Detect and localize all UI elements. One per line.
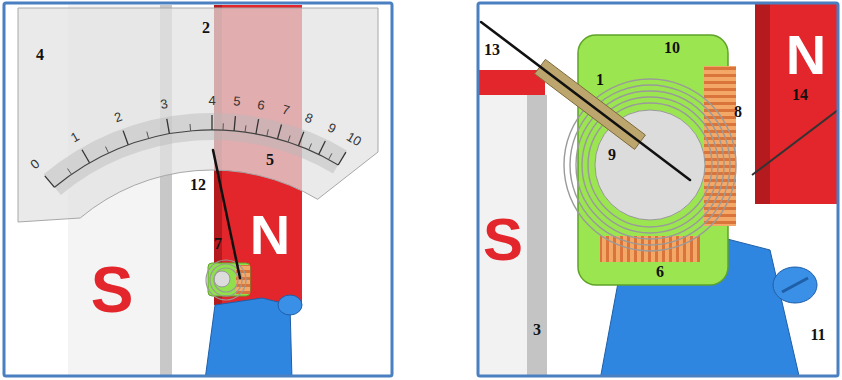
callout-number: 6	[656, 264, 664, 280]
coil-bobbin	[208, 263, 250, 296]
scale-number: 9	[326, 120, 338, 135]
mounting-bracket	[600, 232, 800, 375]
north-pole-side	[755, 4, 770, 204]
scale-number: 0	[28, 157, 42, 172]
pointer-needle	[481, 22, 690, 180]
scale-number: 10	[344, 130, 363, 149]
scale-number: 3	[159, 97, 168, 111]
scale-number: 1	[68, 129, 81, 144]
spring-lead	[752, 110, 837, 175]
scale-number: 6	[257, 97, 266, 111]
callout-number: 7	[214, 236, 222, 252]
callout-number: 4	[36, 47, 44, 63]
pole-letter: N	[786, 27, 826, 83]
callout-number: 9	[608, 147, 616, 163]
scale-number: 2	[112, 109, 123, 124]
scale-minor-ticks	[68, 123, 332, 174]
north-pole-block	[770, 4, 837, 204]
callout-number: 3	[533, 322, 541, 338]
scale-number: 4	[208, 94, 215, 107]
panel-frame	[4, 3, 392, 376]
south-pole-face	[479, 95, 527, 375]
callout-number: 11	[810, 327, 825, 343]
scale-number: 7	[280, 103, 290, 117]
left-panel-art	[18, 5, 378, 375]
callout-number: 12	[190, 177, 206, 193]
coil-winding	[600, 236, 700, 262]
callout-number: 13	[484, 42, 500, 58]
callout-number: 14	[792, 87, 808, 103]
right-panel-art	[479, 4, 837, 375]
pointer-needle	[213, 150, 240, 278]
callout-number: 8	[734, 104, 742, 120]
callout-number: 2	[202, 20, 210, 36]
screw-slot	[782, 278, 808, 292]
callout-number: 5	[266, 152, 274, 168]
pole-piece	[527, 95, 547, 375]
adjust-screw	[773, 267, 817, 303]
pole-letter: S	[483, 210, 523, 270]
pole-letter: N	[250, 207, 290, 263]
scale-band	[44, 113, 347, 195]
scale-number: 5	[233, 94, 241, 108]
scale-number: 8	[303, 110, 314, 125]
adjust-screw	[278, 295, 302, 315]
spiral-springs	[206, 260, 246, 300]
callout-number: 10	[664, 40, 680, 56]
scale-plate	[18, 8, 378, 222]
panel-frame	[478, 3, 838, 376]
pole-letter: S	[91, 258, 134, 322]
callout-number: 1	[596, 72, 604, 88]
